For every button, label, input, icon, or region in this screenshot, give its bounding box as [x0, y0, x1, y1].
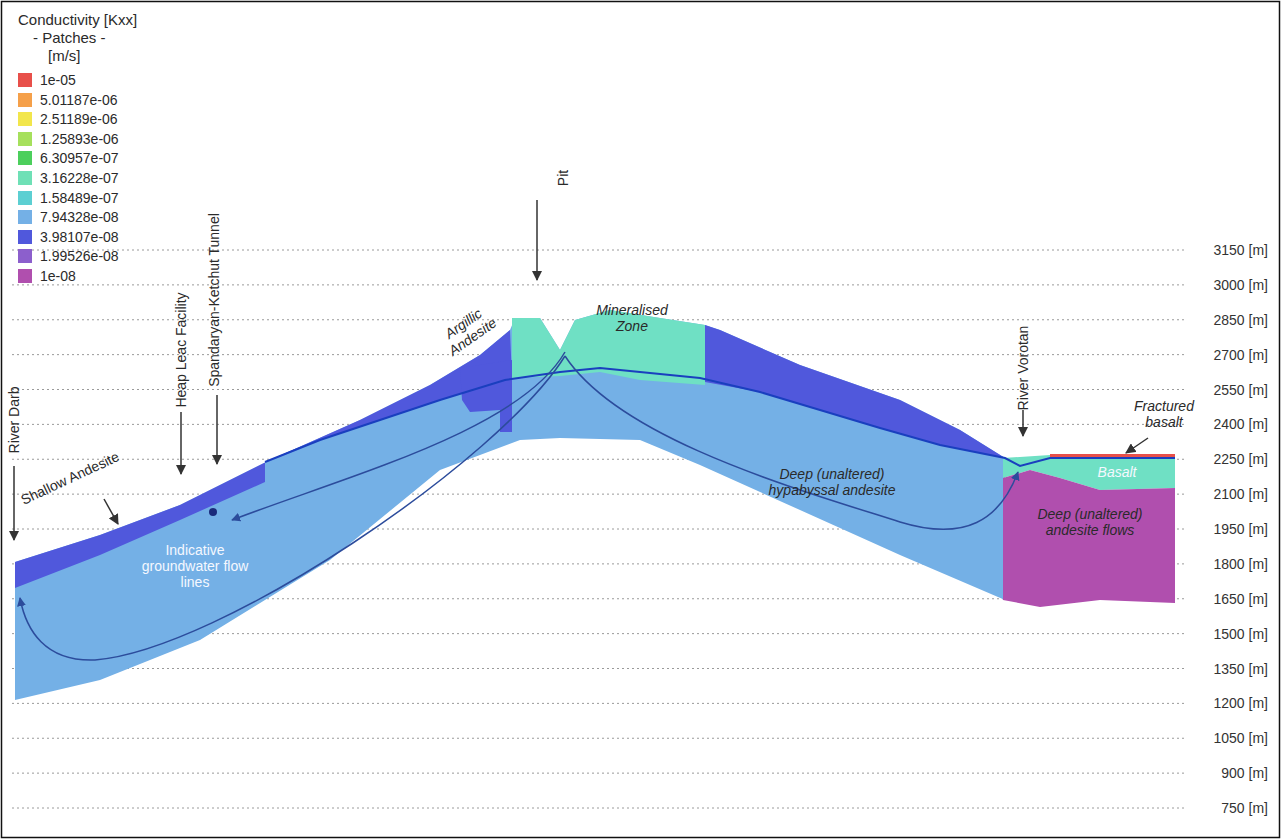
legend-swatch — [18, 151, 32, 165]
elevation-label: 1950 [m] — [1214, 521, 1268, 537]
pointer-arrow — [13, 466, 15, 540]
elevation-label: 2400 [m] — [1214, 416, 1268, 432]
pointer-arrow — [180, 412, 182, 474]
shallow-andesite-band — [15, 330, 512, 588]
gridline — [12, 738, 1185, 739]
tunnel-marker — [209, 508, 217, 516]
flow-line — [232, 352, 565, 520]
legend-label: 1e-05 — [40, 72, 76, 88]
legend-swatch — [18, 132, 32, 146]
legend-swatch — [18, 269, 32, 283]
elevation-label: 900 [m] — [1221, 765, 1268, 781]
pointer-arrow — [536, 200, 538, 280]
elevation-label: 2250 [m] — [1214, 451, 1268, 467]
annotation: Deep (unaltered) hypabyssal andesite — [752, 466, 912, 498]
elevation-label: 3150 [m] — [1214, 242, 1268, 258]
elevation-label: 2700 [m] — [1214, 347, 1268, 363]
legend-swatch — [18, 93, 32, 107]
elevation-label: 750 [m] — [1221, 800, 1268, 816]
legend-label: 1.58489e-07 — [40, 190, 119, 206]
gridline — [12, 284, 1185, 285]
annotation: Mineralised Zone — [590, 302, 674, 334]
legend-heading: Conductivity [Kxx] — [18, 11, 137, 28]
legend-heading: - Patches - — [33, 29, 106, 46]
legend-label: 2.51189e-06 — [40, 111, 118, 127]
annotation: River Vorotan — [1015, 326, 1031, 411]
elevation-label: 1650 [m] — [1214, 591, 1268, 607]
elevation-label: 2550 [m] — [1214, 381, 1268, 397]
legend-label: 1e-08 — [40, 268, 76, 284]
gridline — [12, 703, 1185, 704]
annotation: Pit — [555, 170, 571, 186]
gridline — [12, 668, 1185, 669]
gridline — [12, 250, 1185, 251]
legend-swatch — [18, 191, 32, 205]
mineralised-zone — [512, 310, 705, 385]
legend-heading: [m/s] — [48, 47, 81, 64]
annotation: Fractured basalt — [1128, 398, 1200, 430]
elevation-label: 1800 [m] — [1214, 556, 1268, 572]
legend-label: 6.30957e-07 — [40, 150, 119, 166]
annotation: Basalt — [1098, 464, 1137, 480]
legend-label: 3.16228e-07 — [40, 170, 119, 186]
water-table — [265, 368, 1175, 466]
elevation-label: 2100 [m] — [1214, 486, 1268, 502]
flow-line — [20, 356, 565, 660]
legend-label: 1.25893e-06 — [40, 131, 119, 147]
annotation: River Darb — [6, 387, 22, 454]
elevation-gridlines — [12, 250, 1185, 808]
elevation-label: 1050 [m] — [1214, 730, 1268, 746]
flow-lines — [20, 352, 1018, 660]
argillic-patch — [460, 360, 512, 432]
pointer-arrows — [14, 200, 1148, 540]
annotation: Heap Leac Facility — [173, 292, 189, 407]
pointer-arrow — [1126, 438, 1148, 453]
legend-swatch — [18, 230, 32, 244]
flow-line — [565, 356, 1018, 529]
annotation: Deep (unaltered) andesite flows — [1020, 506, 1160, 538]
elevation-label: 1200 [m] — [1214, 695, 1268, 711]
annotation: Indicative groundwater flow lines — [139, 542, 251, 590]
pointer-arrow — [1022, 410, 1024, 436]
legend-label: 5.01187e-06 — [40, 92, 118, 108]
elevation-label: 1350 [m] — [1214, 660, 1268, 676]
legend-swatch — [18, 171, 32, 185]
legend-label: 7.94328e-08 — [40, 209, 119, 225]
annotation: Spandaryan-Ketchut Tunnel — [206, 213, 222, 387]
annotation: Argillic Andesite — [429, 296, 506, 364]
pointer-arrow — [104, 499, 118, 524]
hypabyssal-andesite-zone — [15, 310, 1005, 700]
elevation-label: 3000 [m] — [1214, 277, 1268, 293]
legend-swatch — [18, 210, 32, 224]
gridline — [12, 808, 1185, 809]
andesite-flows-zone — [1003, 470, 1175, 607]
pointer-arrow — [216, 395, 218, 464]
annotation: Shallow Andesite — [18, 448, 121, 508]
shallow-andesite-band — [705, 325, 1005, 458]
legend-swatch — [18, 112, 32, 126]
legend-label: 3.98107e-08 — [40, 229, 119, 245]
legend-swatch — [18, 73, 32, 87]
legend-swatch — [18, 249, 32, 263]
elevation-label: 2850 [m] — [1214, 312, 1268, 328]
elevation-label: 1500 [m] — [1214, 626, 1268, 642]
legend-label: 1.99526e-08 — [40, 248, 119, 264]
gridline — [12, 773, 1185, 774]
